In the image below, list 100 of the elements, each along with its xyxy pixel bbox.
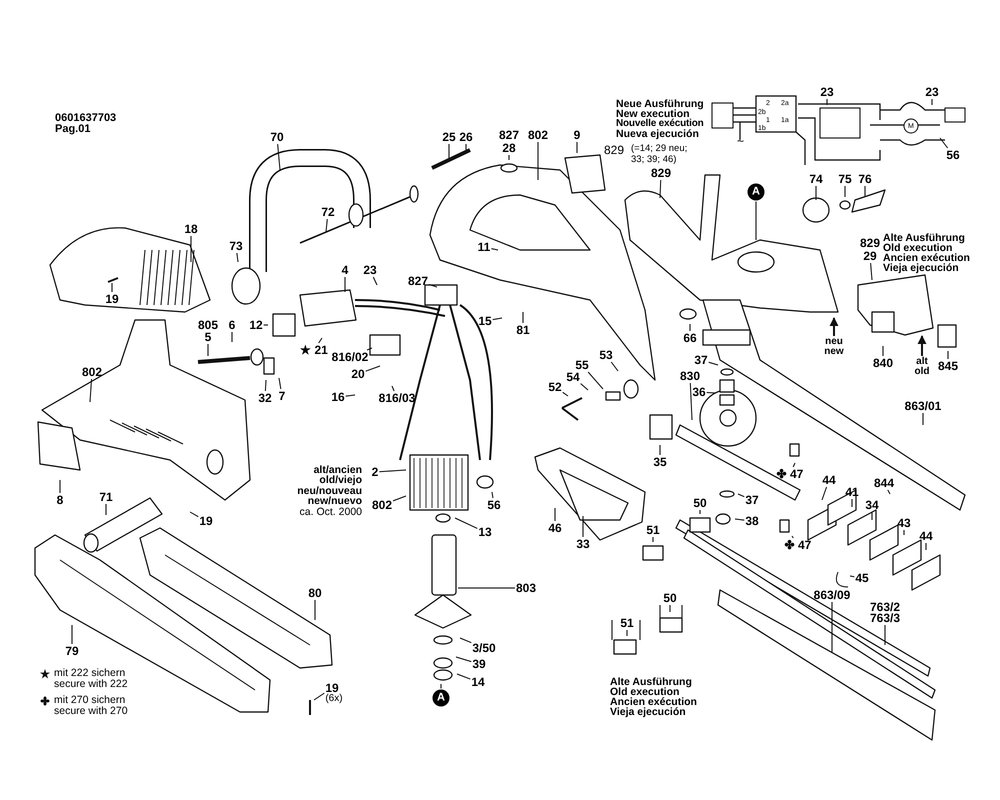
leader-line (792, 462, 796, 468)
legend-text: mit 222 sichern secure with 222 (54, 668, 129, 690)
leader-line (792, 536, 794, 538)
callout-number: 12 (249, 319, 263, 331)
callout-number: 802 (82, 366, 102, 378)
leader-line (490, 248, 498, 250)
callout-number: 32 (258, 392, 272, 404)
leader-line (522, 312, 524, 324)
leader-line (277, 144, 280, 170)
callout-number: 2 (372, 466, 378, 478)
note-text: Old execution (883, 243, 952, 254)
callout-number: 23 (363, 264, 377, 276)
callout-number: 75 (838, 173, 852, 185)
leader-line (314, 600, 316, 620)
callout-number: 28 (502, 142, 516, 154)
callout-number: 829 (650, 167, 672, 179)
leader-line (922, 412, 924, 426)
callout-number: 19 (325, 682, 339, 694)
leader-line (454, 518, 478, 529)
reference-marker: A (748, 184, 764, 200)
callout-number: 7 (278, 390, 286, 402)
callout-number: alt old (910, 357, 934, 377)
note-text: Pag.01 (55, 124, 90, 135)
callout-number: 20 (351, 368, 365, 380)
callout-number: 46 (548, 522, 562, 534)
callout-number: 827 (408, 275, 428, 287)
callout-number: 44 (822, 474, 836, 486)
callout-number: 802 (372, 499, 392, 511)
callout-number: 4 (342, 264, 348, 276)
callout-number: 763/3 (870, 612, 900, 624)
leader-line (882, 346, 884, 356)
quantity-note: (6x) (325, 694, 343, 704)
callout-number: 19 (105, 293, 119, 305)
callout-number: 44 (919, 530, 933, 542)
leader-line (440, 684, 442, 689)
note-text: alt/ancien (314, 465, 362, 476)
leader-line (610, 362, 618, 372)
callout-number: 9 (574, 129, 580, 141)
callout-number: 829 (860, 237, 880, 249)
leader-line (428, 284, 438, 288)
leader-line (326, 218, 328, 232)
leader-line (706, 392, 716, 394)
leader-line (318, 338, 322, 344)
callout-number: 19 (199, 515, 213, 527)
note-text: 0601637703 (55, 113, 116, 124)
leader-line (850, 576, 855, 578)
callout-number: 8 (56, 494, 64, 506)
callout-number: 37 (694, 354, 708, 366)
callout-number: 802 (528, 129, 548, 141)
callout-number: 11 (478, 241, 490, 253)
callout-number: 23 (820, 86, 834, 98)
note-text: old/viejo (319, 475, 362, 486)
leader-line (344, 276, 346, 292)
callout-number: 50 (663, 592, 677, 604)
arrow (918, 335, 926, 356)
callout-number: 36 (692, 386, 706, 398)
note-text: Ancien exécution (883, 253, 970, 264)
callout-number: 54 (566, 371, 580, 383)
callout-number: 39 (472, 658, 486, 670)
leader-line (190, 236, 192, 262)
leader-line (708, 362, 718, 366)
leader-line (738, 494, 745, 498)
leader-line (90, 378, 92, 402)
leader-line (236, 252, 238, 262)
callout-number: 37 (745, 494, 759, 506)
note-text: Old execution (610, 687, 680, 698)
callout-number: 6 (228, 319, 236, 331)
leader-line (460, 638, 472, 644)
callout-number: 56 (487, 499, 501, 511)
callout-number: 55 (575, 359, 589, 371)
leader-line (588, 372, 604, 390)
leader-line (508, 154, 510, 160)
leader-line (372, 276, 378, 286)
callout-number: 80 (308, 587, 322, 599)
legend-text: mit 270 sichern secure with 270 (54, 695, 129, 717)
note-text: 829 (604, 144, 624, 156)
callout-number: 26 (459, 131, 473, 143)
note-text: Neue Ausführung (616, 99, 704, 110)
note-text: Alte Ausführung (610, 677, 692, 688)
callout-number: 845 (938, 360, 958, 372)
leader-line (190, 512, 199, 518)
callout-number: 14 (471, 676, 485, 688)
note-text: Nueva ejecución (616, 129, 699, 140)
leader-line (378, 470, 406, 472)
note-text: New execution (616, 109, 690, 120)
callout-number: 45 (855, 572, 869, 584)
callout-number: 73 (229, 240, 243, 252)
callout-number: 803 (516, 582, 536, 594)
leader-line (492, 318, 502, 320)
leader-line (940, 138, 948, 148)
leader-line (844, 186, 846, 198)
note-text: ca. Oct. 2000 (300, 507, 362, 518)
callout-number: 3/50 (472, 642, 496, 654)
callout-number: 863/09 (814, 589, 850, 601)
callout-number: 23 (925, 86, 939, 98)
callout-number: 76 (858, 173, 872, 185)
callout-number: 25 (442, 131, 456, 143)
note-text: Vieja ejecución (610, 707, 686, 718)
callout-number: neu new (822, 337, 846, 357)
callout-number: 827 (498, 129, 520, 141)
